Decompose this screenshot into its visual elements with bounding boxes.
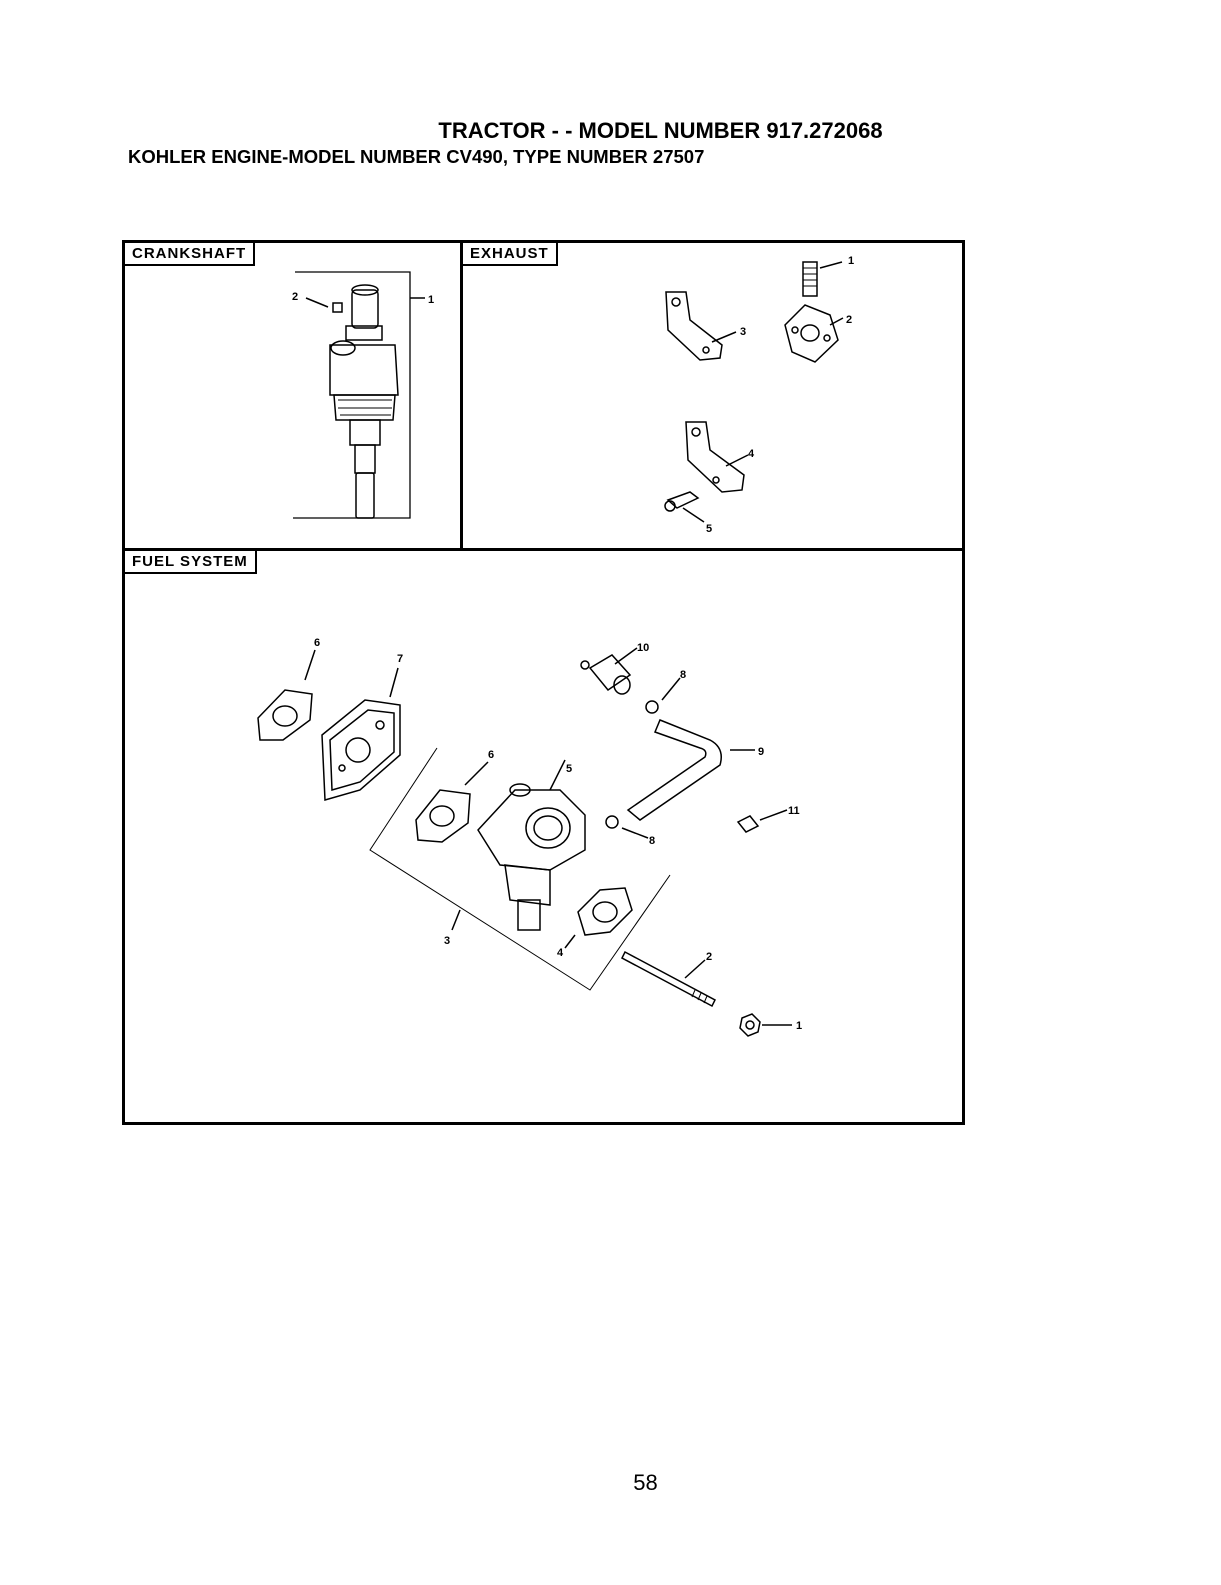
fuel-system-drawing (258, 648, 792, 1036)
callout-fuel-9: 9 (758, 746, 764, 758)
callout-fuel-2: 2 (706, 951, 712, 963)
callout-fuel-6b: 6 (488, 749, 494, 761)
exhaust-drawing (665, 262, 843, 522)
crankshaft-drawing (293, 272, 425, 518)
callout-fuel-11: 11 (788, 805, 800, 817)
callout-exhaust-4: 4 (748, 448, 755, 460)
callout-exhaust-1: 1 (848, 255, 854, 267)
callout-crankshaft-2: 2 (292, 291, 298, 303)
callout-fuel-8b: 8 (649, 835, 655, 847)
callout-exhaust-2: 2 (846, 314, 852, 326)
callout-fuel-7: 7 (397, 653, 403, 665)
callout-fuel-10: 10 (637, 642, 649, 654)
callout-exhaust-3: 3 (740, 326, 746, 338)
callout-crankshaft-1: 1 (428, 294, 434, 306)
callout-exhaust-5: 5 (706, 523, 712, 535)
callout-fuel-3: 3 (444, 935, 450, 947)
callout-fuel-8a: 8 (680, 669, 686, 681)
page-number: 58 (0, 1470, 1221, 1496)
callout-fuel-6a: 6 (314, 637, 320, 649)
callout-fuel-4: 4 (557, 947, 564, 959)
callout-fuel-5: 5 (566, 763, 572, 775)
callout-fuel-1: 1 (796, 1020, 802, 1032)
